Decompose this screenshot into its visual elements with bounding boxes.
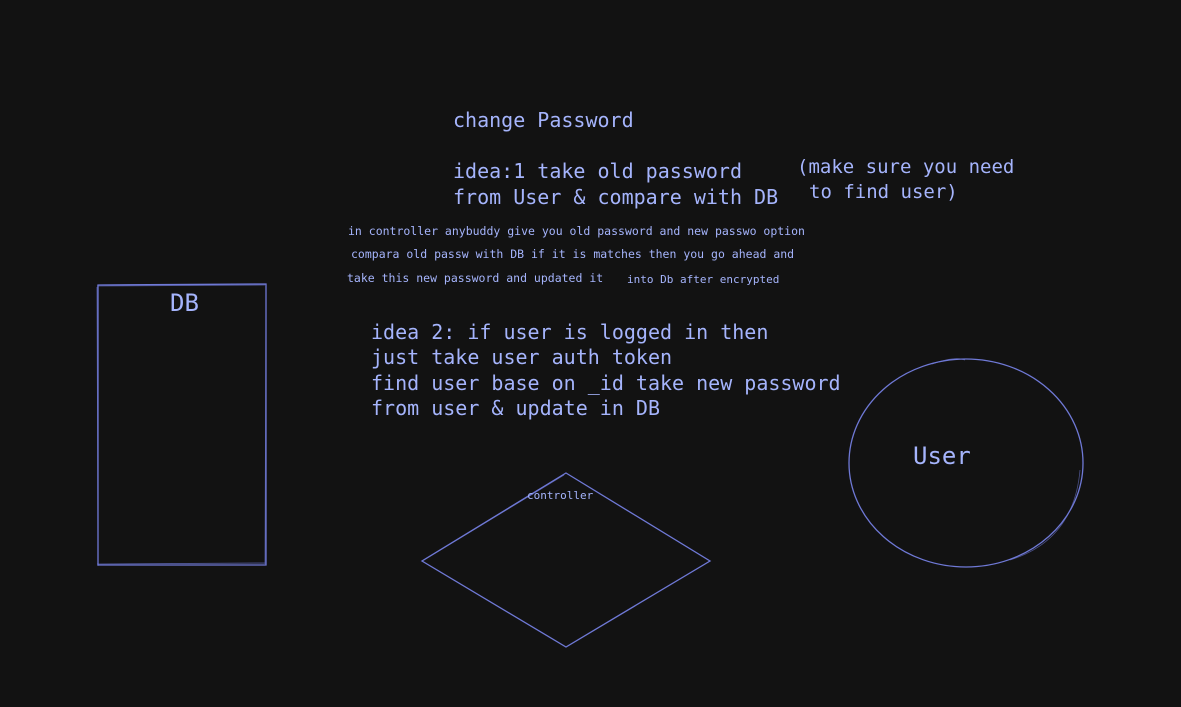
user-label: User [913, 442, 971, 470]
controller-note-line3a: take this new password and updated it [347, 271, 604, 285]
idea2-line2: just take user auth token [371, 345, 673, 369]
note-line2: to find user) [809, 181, 958, 203]
note-line1: (make sure you need [797, 156, 1015, 178]
db-rectangle[interactable] [96, 283, 267, 567]
controller-note-line2: compara old passw with DB if it is match… [351, 247, 795, 261]
diagram-title: change Password [453, 108, 634, 132]
idea2-line3: find user base on _id take new password [371, 371, 841, 395]
db-label: DB [170, 289, 199, 317]
controller-label: controller [527, 489, 594, 502]
controller-diamond[interactable] [420, 472, 712, 648]
idea1-line1: idea:1 take old password [453, 159, 742, 183]
user-ellipse[interactable] [848, 358, 1084, 568]
controller-note-line3b: into Db after encrypted [627, 273, 780, 286]
idea2-line1: idea 2: if user is logged in then [371, 320, 769, 344]
idea1-line2: from User & compare with DB [453, 185, 779, 209]
idea2-line4: from user & update in DB [371, 396, 660, 420]
controller-note-line1: in controller anybuddy give you old pass… [348, 224, 805, 238]
